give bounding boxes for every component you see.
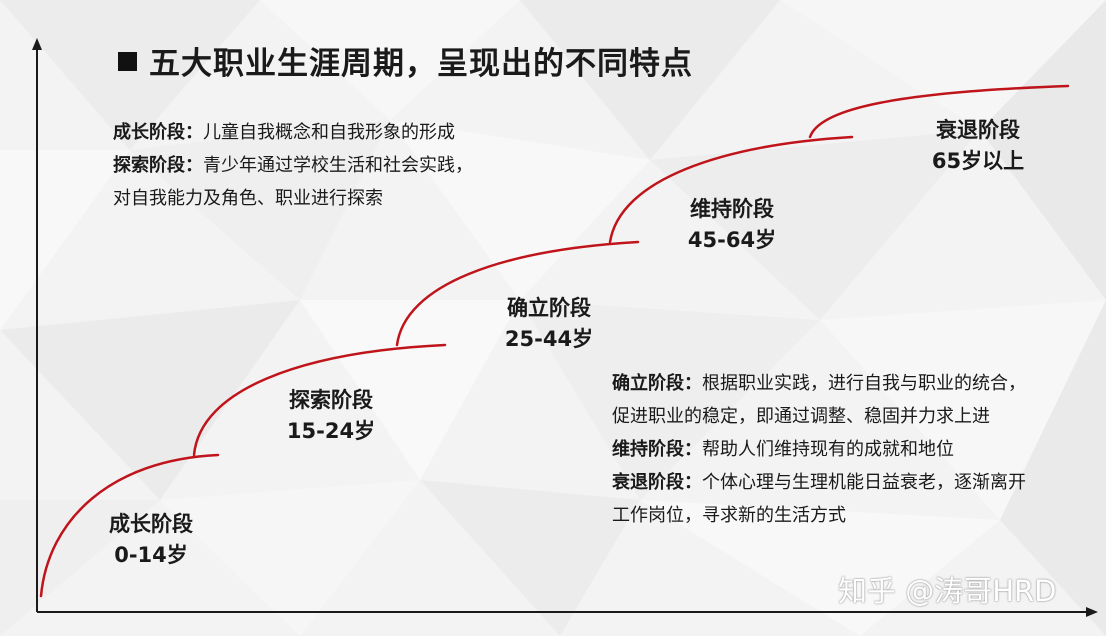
stage-ages: 45-64岁 (687, 228, 777, 252)
title-text: 五大职业生涯周期，呈现出的不同特点 (149, 46, 693, 82)
top-notes: 成长阶段：儿童自我概念和自我形象的形成 探索阶段：青少年通过学校生活和社会实践，… (113, 116, 473, 215)
stage-ages: 0-14岁 (114, 543, 188, 567)
note-line: 工作岗位，寻求新的生活方式 (612, 499, 1026, 532)
note-text: 儿童自我概念和自我形象的形成 (203, 122, 455, 143)
page-title: 五大职业生涯周期，呈现出的不同特点 (118, 38, 693, 83)
bottom-notes: 确立阶段：根据职业实践，进行自我与职业的统合， 促进职业的稳定，即通过调整、稳固… (612, 367, 1026, 532)
stage-label-exploration: 探索阶段 15-24岁 (287, 385, 375, 447)
note-line: 探索阶段：青少年通过学校生活和社会实践， (113, 149, 473, 182)
note-text: 个体心理与生理机能日益衰老，逐渐离开 (702, 472, 1026, 493)
note-term: 维持阶段： (612, 439, 702, 460)
stage-label-establishment: 确立阶段 25-44岁 (505, 293, 593, 355)
note-line: 成长阶段：儿童自我概念和自我形象的形成 (113, 116, 473, 149)
note-term: 成长阶段： (113, 122, 203, 143)
note-line: 确立阶段：根据职业实践，进行自我与职业的统合， (612, 367, 1026, 400)
y-axis-arrow (32, 38, 42, 50)
note-line: 维持阶段：帮助人们维持现有的成就和地位 (612, 433, 1026, 466)
note-term: 探索阶段： (113, 155, 203, 176)
note-text: 对自我能力及角色、职业进行探索 (113, 188, 383, 209)
note-term: 确立阶段： (612, 373, 702, 394)
curve-growth (39, 453, 220, 598)
stage-name: 成长阶段 (109, 512, 193, 536)
stage-ages: 65岁以上 (931, 149, 1025, 173)
curve-establishment (395, 240, 640, 347)
watermark: 知乎 @涛哥HRD (838, 574, 1057, 608)
stage-label-growth: 成长阶段 0-14岁 (109, 509, 193, 571)
note-line: 促进职业的稳定，即通过调整、稳固并力求上进 (612, 400, 1026, 433)
note-text: 帮助人们维持现有的成就和地位 (702, 439, 954, 460)
stage-ages: 25-44岁 (504, 327, 594, 351)
note-text: 促进职业的稳定，即通过调整、稳固并力求上进 (612, 406, 990, 427)
stage-ages: 15-24岁 (286, 419, 376, 443)
note-text: 根据职业实践，进行自我与职业的统合， (702, 373, 1026, 394)
stage-name: 衰退阶段 (935, 118, 1020, 142)
stage-name: 探索阶段 (288, 388, 373, 412)
note-line: 对自我能力及角色、职业进行探索 (113, 182, 473, 215)
note-text: 工作岗位，寻求新的生活方式 (612, 505, 846, 526)
stage-name: 维持阶段 (689, 197, 774, 221)
curve-exploration (192, 343, 447, 457)
stage-label-decline: 衰退阶段 65岁以上 (932, 115, 1024, 177)
stage-name: 确立阶段 (506, 296, 591, 320)
note-text: 青少年通过学校生活和社会实践， (203, 155, 473, 176)
stage-label-maintenance: 维持阶段 45-64岁 (688, 194, 776, 256)
x-axis-arrow (1086, 607, 1098, 617)
square-bullet-icon (118, 52, 137, 71)
note-term: 衰退阶段： (612, 472, 702, 493)
curve-maintenance (608, 135, 854, 244)
note-line: 衰退阶段：个体心理与生理机能日益衰老，逐渐离开 (612, 466, 1026, 499)
curve-decline (808, 84, 1070, 139)
